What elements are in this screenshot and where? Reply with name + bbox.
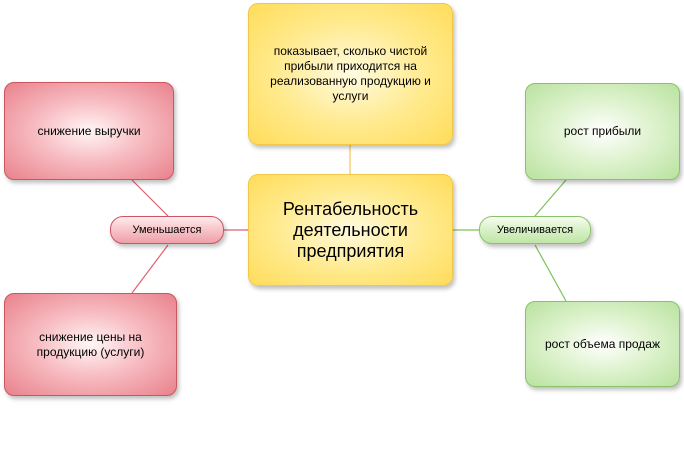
connector-right-pill-top <box>534 179 567 217</box>
increases-connector-label: Увеличивается <box>479 216 591 244</box>
description-text: показывает, сколько чистой прибыли прихо… <box>270 44 431 103</box>
central-topic-title: Рентабельность деятельности предприятия <box>282 198 419 261</box>
connector-left-pill-bottom <box>131 244 169 294</box>
right-node-profit-growth: рост прибыли <box>525 83 680 180</box>
description-node: показывает, сколько чистой прибыли прихо… <box>248 3 453 145</box>
left-node-revenue-decrease: снижение выручки <box>4 82 174 180</box>
left-node-price-decrease: снижение цены на продукцию (услуги) <box>4 293 177 396</box>
connector-left-pill-top <box>131 179 169 217</box>
right-node-sales-volume-growth: рост объема продаж <box>525 301 680 387</box>
connector-right-pill-bottom <box>534 244 567 302</box>
central-topic-node: Рентабельность деятельности предприятия <box>248 174 453 286</box>
decreases-connector-label: Уменьшается <box>110 216 224 244</box>
